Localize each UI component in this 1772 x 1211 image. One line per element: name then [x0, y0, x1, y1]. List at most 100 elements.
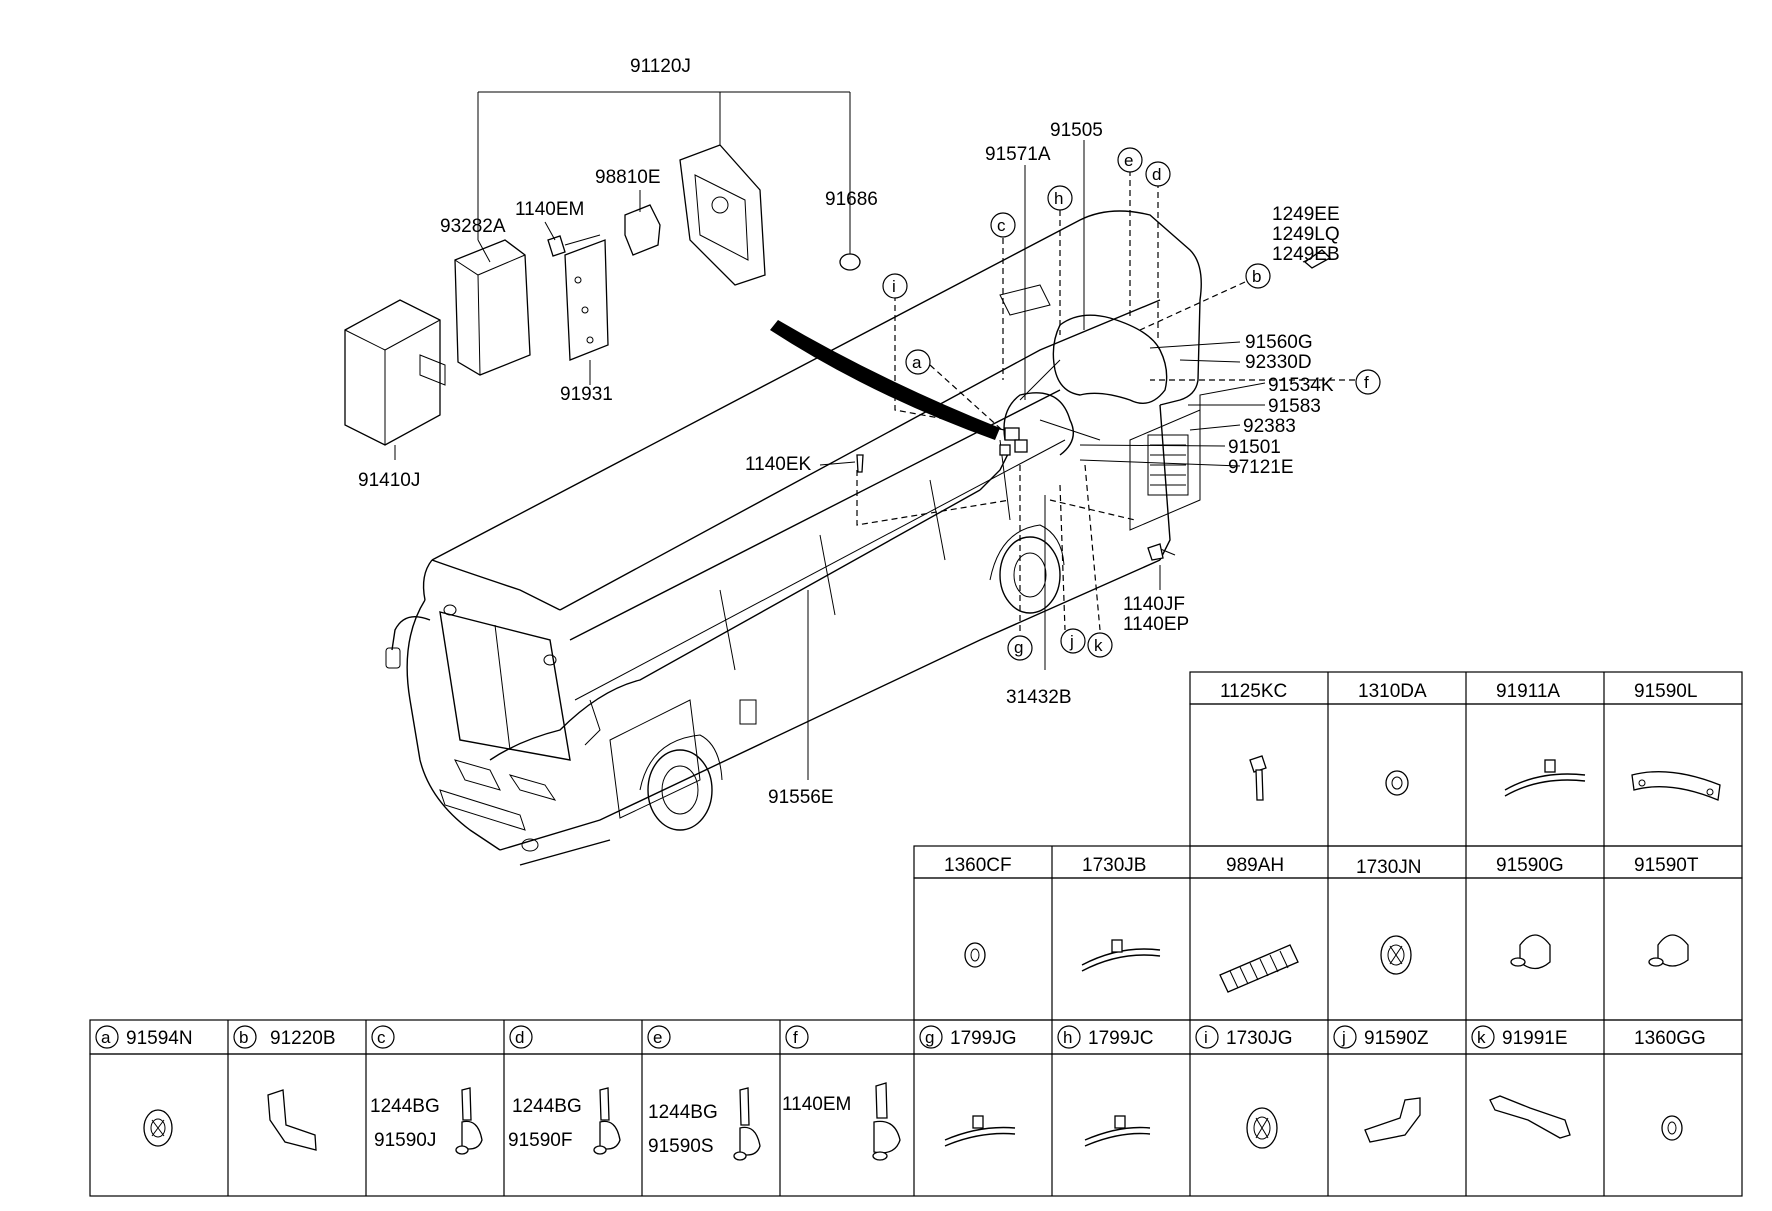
callout-1249LQ: 1249LQ — [1272, 224, 1340, 245]
grommet-icon — [143, 1109, 173, 1147]
cable-tie-icon — [1504, 759, 1586, 797]
table-header-91590T: 91590T — [1634, 855, 1699, 876]
cell-f-bolt-label: 1140EM — [782, 1094, 851, 1115]
callout-31432B: 31432B — [1006, 687, 1072, 708]
bus-illustration — [385, 210, 1202, 866]
callout-1140EK: 1140EK — [745, 454, 812, 475]
table-letter-f: f — [793, 1028, 798, 1047]
table-header-989AH: 989AH — [1226, 855, 1284, 876]
nut-icon — [1385, 770, 1409, 796]
table-header-91220B: 91220B — [270, 1028, 336, 1049]
letter-a: a — [912, 353, 922, 372]
letter-d: d — [1152, 165, 1161, 184]
table-header-91590G: 91590G — [1496, 855, 1564, 876]
letter-callouts: c h e d b i a f g j k — [882, 147, 1381, 661]
table-letter-h: h — [1063, 1028, 1072, 1047]
callout-91534K: 91534K — [1268, 375, 1334, 396]
letter-f: f — [1364, 373, 1369, 392]
callout-1249EB: 1249EB — [1272, 244, 1340, 265]
callout-92330D: 92330D — [1245, 352, 1312, 373]
table-header-1730JN: 1730JN — [1356, 857, 1422, 878]
table-letter-j: j — [1341, 1028, 1346, 1047]
callout-labels: 91120J 93282A 1140EM 98810E 91686 91931 … — [358, 56, 1340, 808]
table-header-1799JC: 1799JC — [1088, 1028, 1154, 1049]
table-letter-k: k — [1477, 1028, 1486, 1047]
harness-pointer-arrow — [770, 320, 1000, 440]
callout-91501: 91501 — [1228, 437, 1281, 458]
callout-91505: 91505 — [1050, 120, 1103, 141]
letter-i: i — [892, 277, 896, 296]
grommet-icon — [1246, 1107, 1278, 1149]
letter-e: e — [1124, 151, 1133, 170]
bolt-1140JF-icon — [1147, 543, 1164, 561]
cell-c-bolt-label: 1244BG — [370, 1096, 440, 1117]
callout-91556E: 91556E — [768, 787, 834, 808]
letter-g: g — [1014, 638, 1023, 657]
table-letter-g: g — [925, 1028, 934, 1047]
clip-icon — [1648, 934, 1689, 967]
washer-icon — [1661, 1115, 1683, 1141]
table-header-1360GG: 1360GG — [1634, 1028, 1706, 1049]
table-header-1799JG: 1799JG — [950, 1028, 1017, 1049]
callout-1140EP: 1140EP — [1123, 614, 1189, 635]
table-header-91594N: 91594N — [126, 1028, 193, 1049]
bracket-icon — [1364, 1097, 1421, 1143]
callout-91686: 91686 — [825, 189, 878, 210]
table-header-91911A: 91911A — [1496, 681, 1560, 702]
table-header-91590Z: 91590Z — [1364, 1028, 1429, 1049]
cell-c-clip-label: 91590J — [374, 1130, 436, 1151]
table-letter-d: d — [515, 1028, 524, 1047]
cable-tie-icon — [1081, 939, 1161, 972]
letter-j: j — [1069, 632, 1074, 651]
letter-k: k — [1094, 636, 1103, 655]
bolt-1140EK-icon — [856, 454, 864, 473]
callout-93282A: 93282A — [440, 216, 506, 237]
table-letter-c: c — [377, 1028, 386, 1047]
grommet-icon — [1380, 935, 1412, 975]
table-header-1730JG: 1730JG — [1226, 1028, 1293, 1049]
table-letter-b: b — [239, 1028, 248, 1047]
table-letter-a: a — [101, 1028, 111, 1047]
table-part-icons — [143, 755, 1721, 1161]
cable-tie-icon — [1084, 1115, 1151, 1147]
bolt-clip-icon — [593, 1087, 621, 1155]
ecu-group — [344, 91, 861, 446]
callout-91120J: 91120J — [630, 56, 691, 77]
table-letter-i: i — [1204, 1028, 1208, 1047]
callout-91571A: 91571A — [985, 144, 1051, 165]
bolt-clip-icon — [455, 1087, 483, 1155]
cell-d-bolt-label: 1244BG — [512, 1096, 582, 1117]
bracket-icon — [267, 1089, 317, 1151]
washer-icon — [964, 942, 986, 968]
bolt-clip-icon — [872, 1082, 901, 1161]
letter-c: c — [997, 216, 1006, 235]
table-header-1125KC: 1125KC — [1220, 681, 1287, 702]
callout-1140JF: 1140JF — [1123, 594, 1185, 615]
table-letter-e: e — [653, 1028, 662, 1047]
callout-92383: 92383 — [1243, 416, 1296, 437]
callout-98810E: 98810E — [595, 167, 661, 188]
table-header-91590L: 91590L — [1634, 681, 1697, 702]
cable-tie-icon — [944, 1115, 1016, 1147]
callout-91583: 91583 — [1268, 396, 1321, 417]
callout-91560G: 91560G — [1245, 332, 1313, 353]
letter-h: h — [1054, 189, 1063, 208]
leader-lines — [394, 140, 1355, 780]
table-header-1730JB: 1730JB — [1082, 855, 1146, 876]
bracket-icon — [1489, 1095, 1571, 1139]
cell-e-bolt-label: 1244BG — [648, 1102, 718, 1123]
corrugated-tube-icon — [1219, 944, 1299, 993]
cell-d-clip-label: 91590F — [508, 1130, 572, 1151]
table-header-1360CF: 1360CF — [944, 855, 1012, 876]
table-header-91991E: 91991E — [1502, 1028, 1568, 1049]
bolt-clip-icon — [733, 1087, 761, 1161]
bracket-icon — [1631, 771, 1721, 801]
callout-1140EM: 1140EM — [515, 199, 584, 220]
callout-91931: 91931 — [560, 384, 613, 405]
bolt-icon — [1249, 755, 1267, 801]
cell-e-clip-label: 91590S — [648, 1136, 714, 1157]
callout-91410J: 91410J — [358, 470, 420, 491]
table-header-1310DA: 1310DA — [1358, 681, 1427, 702]
callout-1249EE: 1249EE — [1272, 204, 1340, 225]
